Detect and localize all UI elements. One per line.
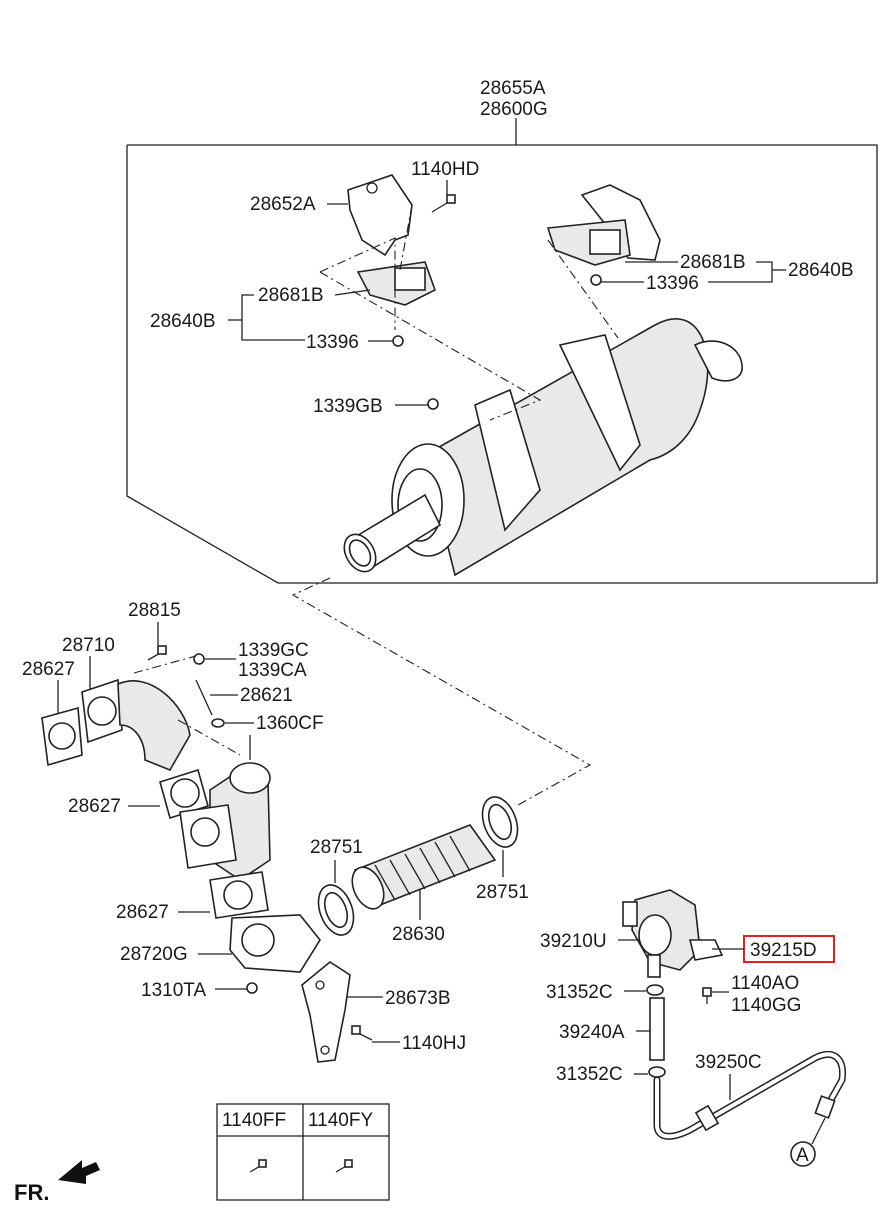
label-1140hj[interactable]: 1140HJ: [402, 1033, 466, 1054]
label-1310ta[interactable]: 1310TA: [141, 980, 206, 1001]
label-1140gg[interactable]: 1140GG: [731, 995, 801, 1016]
nut-1310ta: [246, 982, 258, 994]
gasket-28627-a: [41, 706, 83, 767]
label-28640b-right[interactable]: 28640B: [788, 260, 854, 281]
label-13396-right[interactable]: 13396: [646, 273, 699, 294]
label-1339gb[interactable]: 1339GB: [313, 396, 383, 417]
label-1360cf[interactable]: 1360CF: [256, 713, 324, 734]
bracket-28652a: [347, 174, 413, 257]
muffler: [343, 318, 743, 577]
bolt-1140hd: [431, 194, 456, 213]
ref-a-circle: [790, 1141, 816, 1167]
stud-28621: [195, 679, 213, 716]
nut-1339gb: [427, 398, 439, 410]
front-arrow-icon: [58, 1160, 100, 1184]
hanger-left: [356, 261, 436, 306]
label-39250c[interactable]: 39250C: [695, 1052, 762, 1073]
hose-39240a: [649, 997, 665, 1061]
front-label: FR.: [14, 1180, 49, 1205]
flex-pipe-28630: [351, 824, 497, 910]
label-1339gc[interactable]: 1339GC: [238, 640, 309, 661]
label-28815[interactable]: 28815: [128, 600, 181, 621]
screw-1140fy-icon: [335, 1159, 353, 1173]
nut-1360cf: [211, 718, 225, 728]
label-28630[interactable]: 28630: [392, 924, 445, 945]
label-13396-left[interactable]: 13396: [306, 332, 359, 353]
label-28751-right[interactable]: 28751: [476, 882, 529, 903]
nut-13396-right: [590, 274, 602, 286]
label-31352c-bottom[interactable]: 31352C: [556, 1064, 623, 1085]
label-28710[interactable]: 28710: [62, 635, 115, 656]
gasket-28627-c: [209, 871, 269, 919]
label-28621[interactable]: 28621: [240, 685, 293, 706]
label-28751-left[interactable]: 28751: [310, 837, 363, 858]
label-28673b[interactable]: 28673B: [385, 988, 451, 1009]
hanger-right: [546, 219, 631, 266]
nut-13396-left: [392, 335, 404, 347]
screw-1140ff-icon: [249, 1159, 267, 1173]
label-28681b-left[interactable]: 28681B: [258, 285, 324, 306]
bolt-1140hj: [351, 1025, 373, 1041]
pressure-sensor: [622, 889, 724, 978]
tube-39250c: [653, 1050, 847, 1140]
label-28652a[interactable]: 28652A: [250, 194, 316, 215]
assembly-frame: [126, 118, 878, 584]
label-28640b-left[interactable]: 28640B: [150, 311, 216, 332]
label-28681b-right[interactable]: 28681B: [680, 252, 746, 273]
flange-28720g: [229, 914, 321, 973]
exhaust-valve: [159, 735, 271, 881]
table-header-1140fy: 1140FY: [308, 1110, 373, 1131]
elbow-28710: [81, 678, 191, 772]
label-39210u[interactable]: 39210U: [540, 931, 607, 952]
clamp-31352c-top: [646, 984, 664, 996]
label-39240a[interactable]: 39240A: [559, 1022, 625, 1043]
label-39215d[interactable]: 39215D: [750, 940, 817, 961]
bolt-28815: [147, 645, 167, 661]
label-1140hd[interactable]: 1140HD: [411, 159, 479, 180]
clamp-28751-right: [481, 796, 519, 848]
nut-1339gc: [193, 653, 205, 665]
label-1140ao[interactable]: 1140AO: [731, 973, 799, 994]
clamp-28751-left: [317, 884, 355, 936]
label-ref-a[interactable]: A: [796, 1145, 809, 1166]
label-28655a[interactable]: 28655A: [480, 78, 546, 99]
bracket-28673b: [301, 961, 351, 1063]
clamp-31352c-bottom: [648, 1066, 666, 1078]
label-31352c-top[interactable]: 31352C: [546, 982, 613, 1003]
label-28720g[interactable]: 28720G: [120, 944, 188, 965]
label-28627-a[interactable]: 28627: [22, 659, 75, 680]
bolt-1140ao: [702, 987, 712, 1004]
label-1339ca[interactable]: 1339CA: [238, 660, 307, 681]
table-header-1140ff: 1140FF: [222, 1110, 286, 1131]
label-28627-b[interactable]: 28627: [68, 796, 121, 817]
fastener-table: [216, 1103, 390, 1201]
label-28600g[interactable]: 28600G: [480, 99, 548, 120]
label-28627-c[interactable]: 28627: [116, 902, 169, 923]
